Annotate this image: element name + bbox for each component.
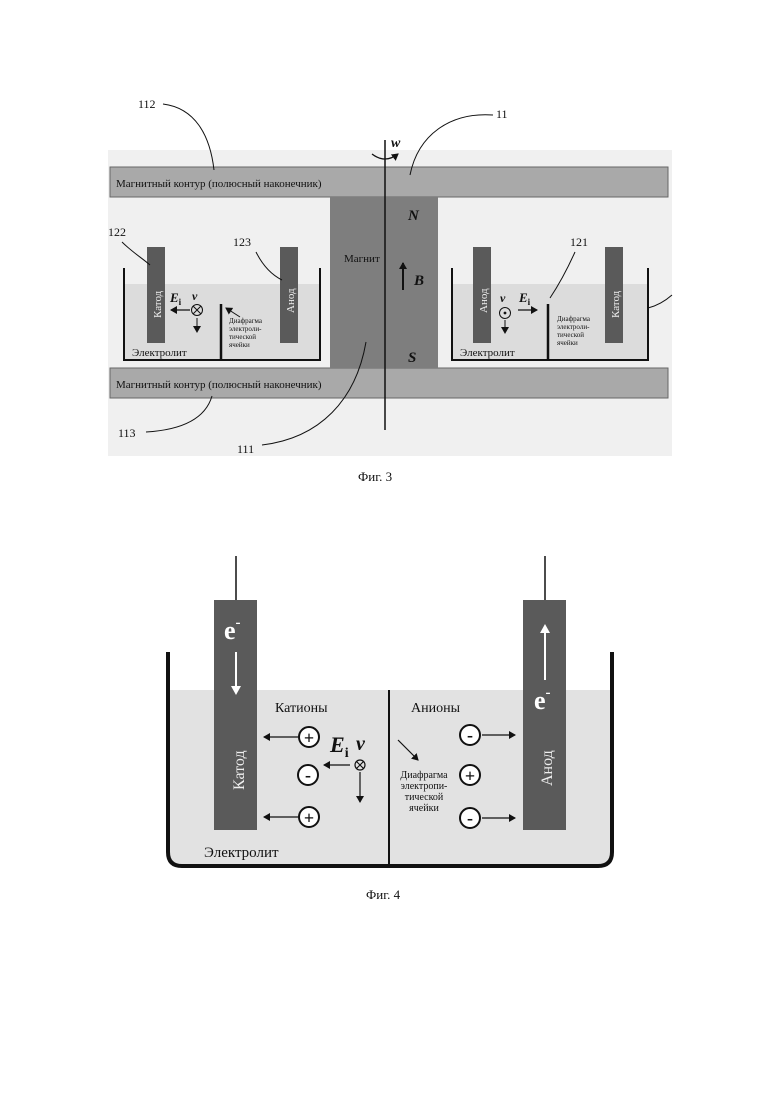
ref-121: 121 [570,235,588,249]
svg-text:ячейки: ячейки [409,803,439,814]
cation-2-sign: + [304,808,314,828]
right-cathode-label: Катод [610,290,622,318]
ref-123: 123 [233,235,251,249]
anions-label: Анионы [411,701,461,716]
ref-113: 113 [118,426,136,440]
svg-text:электроли-: электроли- [557,323,590,331]
svg-text:Диафрагма: Диафрагма [400,770,448,781]
left-electrolyte-label: Электролит [132,347,187,359]
fig3-caption: Фиг. 3 [358,469,392,484]
cations-label: Катионы [275,701,328,716]
svg-text:тической: тической [229,333,256,341]
right-anode-label: Анод [478,288,490,313]
left-cathode-label: Катод [152,290,164,318]
cation-1-sign: + [304,728,314,748]
south-pole-label: S [408,350,416,366]
field-b-label: B [413,273,424,289]
bottom-contour-label: Магнитный контур (полюсный наконечник) [116,379,322,391]
ref-11: 11 [496,107,508,121]
svg-text:ячейки: ячейки [557,339,578,347]
right-electrolyte-label: Электролит [460,347,515,359]
fig4-electrolyte-label: Электролит [204,845,279,861]
figure-3: Магнитный контур (полюсный наконечник) М… [108,97,672,484]
figure-4: e- Катод e- Анод Катионы + - Ei v + Элек… [168,556,612,902]
north-pole-label: N [407,208,420,224]
right-velocity-label: v [500,291,506,305]
svg-text:электропи-: электропи- [401,781,448,792]
right-velocity-dot-icon [504,312,507,315]
svg-text:Диафрагма: Диафрагма [557,315,591,323]
svg-text:ячейки: ячейки [229,341,250,349]
fig4-velocity-label: v [356,733,366,755]
cation-right-sign: + [465,766,475,786]
ref-111: 111 [237,442,254,456]
anion-2-sign: - [467,808,473,828]
svg-text:электроли-: электроли- [229,325,262,333]
svg-text:тической: тической [557,331,584,339]
svg-text:Диафрагма: Диафрагма [229,317,263,325]
top-contour-label: Магнитный контур (полюсный наконечник) [116,178,322,190]
ref-122: 122 [108,225,126,239]
anion-1-sign: - [467,725,473,745]
magnet-label: Магнит [344,253,380,265]
left-velocity-label: v [192,289,198,303]
svg-text:тической: тической [405,792,444,803]
left-anode-label: Анод [285,288,297,313]
fig4-cathode-label: Катод [231,750,248,790]
fig4-anode-label: Анод [539,750,556,786]
anion-left-sign: - [305,765,311,785]
omega-label: w [391,136,401,151]
ref-112: 112 [138,97,156,111]
fig4-caption: Фиг. 4 [366,887,401,902]
